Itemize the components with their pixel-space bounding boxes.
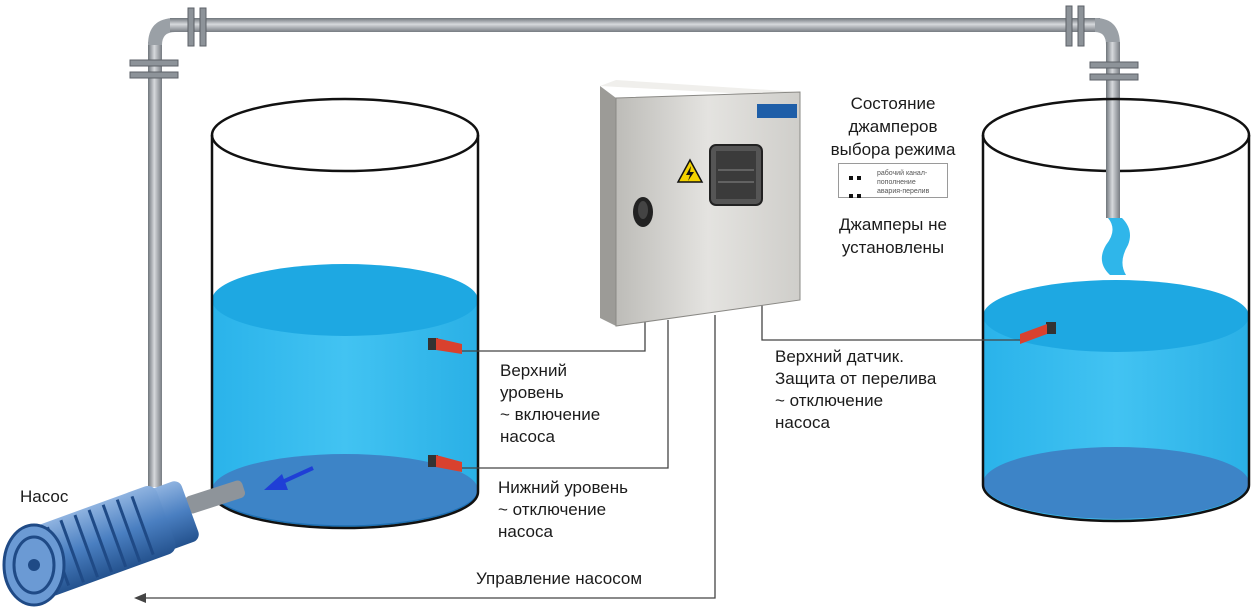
jumper-status-line-2: установлены	[818, 236, 968, 259]
display-window	[710, 145, 762, 205]
jumper-status-text: Джамперы не установлены	[818, 213, 968, 259]
jumper-block: рабочий канал- пополнение авария-перелив	[838, 163, 948, 198]
jumper-legend-line-3: авария-перелив	[877, 187, 929, 196]
jumper-title-line-1: Состояние	[818, 92, 968, 115]
brand-plate	[757, 104, 797, 118]
control-cabinet	[600, 80, 800, 326]
jumper-pins	[849, 173, 867, 209]
upper-level-line-3: ~ включение	[500, 404, 600, 426]
jumper-title-line-2: джамперов	[818, 115, 968, 138]
door-lock-icon	[633, 197, 653, 227]
jumper-status-line-1: Джамперы не	[818, 213, 968, 236]
upper-sensor-label: Верхний датчик. Защита от перелива ~ отк…	[775, 346, 936, 434]
jumper-title-line-3: выбора режима	[818, 138, 968, 161]
upper-sensor-line-4: насоса	[775, 412, 936, 434]
upper-level-line-4: насоса	[500, 426, 600, 448]
lower-level-line-3: насоса	[498, 521, 628, 543]
jumper-legend: рабочий канал- пополнение авария-перелив	[877, 169, 929, 196]
lower-level-label: Нижний уровень ~ отключение насоса	[498, 477, 628, 543]
jumper-status-title: Состояние джамперов выбора режима	[818, 92, 968, 161]
right-tank	[983, 99, 1250, 521]
upper-sensor-line-1: Верхний датчик.	[775, 346, 936, 368]
jumper-legend-line-1: рабочий канал-	[877, 169, 929, 178]
upper-level-line-1: Верхний	[500, 360, 600, 382]
upper-level-label: Верхний уровень ~ включение насоса	[500, 360, 600, 448]
jumper-legend-line-2: пополнение	[877, 178, 929, 187]
pump-label: Насос	[20, 486, 68, 508]
upper-sensor-line-2: Защита от перелива	[775, 368, 936, 390]
lower-level-line-1: Нижний уровень	[498, 477, 628, 499]
pump-control-label: Управление насосом	[476, 568, 642, 590]
pipe-flange	[130, 6, 1138, 80]
upper-level-line-2: уровень	[500, 382, 600, 404]
lower-level-line-2: ~ отключение	[498, 499, 628, 521]
upper-sensor-line-3: ~ отключение	[775, 390, 936, 412]
